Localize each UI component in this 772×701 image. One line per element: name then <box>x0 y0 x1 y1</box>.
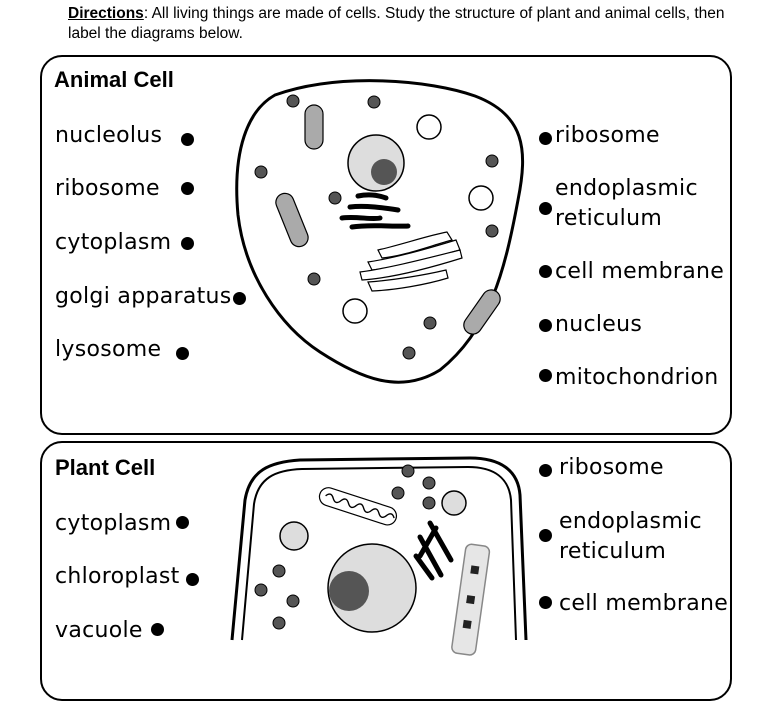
animal-label-nucleolus: nucleolus <box>55 123 163 148</box>
plant-cell-title: Plant Cell <box>55 455 156 480</box>
plant-label-endoplasmic-reticulum: endoplasmic reticulum <box>559 509 702 564</box>
plant-ribosome <box>401 464 415 478</box>
directions-label: Directions <box>68 5 144 22</box>
animal-ribosome <box>328 191 342 205</box>
animal-nucleolus <box>371 159 397 185</box>
plant-label-dot <box>539 529 552 542</box>
animal-label-dot <box>176 347 189 360</box>
directions-text: Directions: All living things are made o… <box>68 4 728 44</box>
animal-ribosome <box>307 272 321 286</box>
plant-label-dot <box>176 516 189 529</box>
animal-endoplasmic-reticulum <box>339 192 411 230</box>
animal-cell-panel <box>40 55 732 435</box>
animal-label-dot <box>233 292 246 305</box>
animal-ribosome <box>402 346 416 360</box>
animal-label-cell-membrane: cell membrane <box>555 259 725 284</box>
animal-label-ribosome-right: ribosome <box>555 123 660 148</box>
plant-ribosome <box>422 476 436 490</box>
plant-label-dot <box>539 596 552 609</box>
animal-label-dot <box>539 202 552 215</box>
plant-ribosome <box>286 594 300 608</box>
plant-chloroplast <box>318 487 398 526</box>
animal-label-ribosome-left: ribosome <box>55 176 160 201</box>
plant-label-dot <box>539 464 552 477</box>
animal-cell-membrane <box>235 79 525 384</box>
plant-endoplasmic-reticulum <box>413 520 454 581</box>
plant-ribosome <box>272 564 286 578</box>
animal-cell-diagram <box>235 79 525 384</box>
plant-label-cytoplasm: cytoplasm <box>55 511 172 536</box>
animal-golgi-apparatus <box>359 231 463 292</box>
plant-vacuole <box>451 543 491 656</box>
plant-label-cell-membrane: cell membrane <box>559 591 729 616</box>
plant-lysosome <box>279 521 309 551</box>
animal-lysosome <box>342 298 368 324</box>
animal-label-cytoplasm: cytoplasm <box>55 230 172 255</box>
animal-label-mitochondrion: mitochondrion <box>555 365 719 390</box>
plant-cell-membrane <box>241 465 517 641</box>
plant-nucleolus <box>329 571 369 611</box>
animal-mitochondrion <box>463 289 501 335</box>
animal-ribosome <box>423 316 437 330</box>
animal-label-nucleus: nucleus <box>555 312 643 337</box>
animal-label-dot <box>539 369 552 382</box>
plant-ribosome <box>422 496 436 510</box>
plant-ribosome <box>272 616 286 630</box>
plant-ribosome <box>254 583 268 597</box>
animal-label-dot <box>181 133 194 146</box>
animal-lysosome <box>468 185 494 211</box>
animal-cell-title: Animal Cell <box>54 67 174 92</box>
animal-ribosome <box>485 224 499 238</box>
animal-ribosome <box>367 95 381 109</box>
plant-label-chloroplast: chloroplast <box>55 564 180 589</box>
animal-label-dot <box>539 319 552 332</box>
animal-label-dot <box>181 237 194 250</box>
directions-body: : All living things are made of cells. S… <box>68 5 725 42</box>
plant-lysosome <box>441 490 467 516</box>
animal-label-golgi-apparatus: golgi apparatus <box>55 284 232 309</box>
animal-label-dot <box>539 265 552 278</box>
plant-cell-diagram <box>230 456 528 656</box>
animal-ribosome <box>286 94 300 108</box>
plant-label-dot <box>186 573 199 586</box>
animal-label-dot <box>181 182 194 195</box>
animal-lysosome <box>416 114 442 140</box>
plant-label-ribosome: ribosome <box>559 455 664 480</box>
animal-label-lysosome: lysosome <box>55 337 162 362</box>
plant-ribosome <box>391 486 405 500</box>
animal-ribosome <box>485 154 499 168</box>
animal-mitochondrion <box>304 104 324 150</box>
animal-mitochondrion <box>275 192 309 248</box>
animal-label-endoplasmic-reticulum: endoplasmic reticulum <box>555 176 698 231</box>
animal-ribosome <box>254 165 268 179</box>
animal-label-dot <box>539 132 552 145</box>
